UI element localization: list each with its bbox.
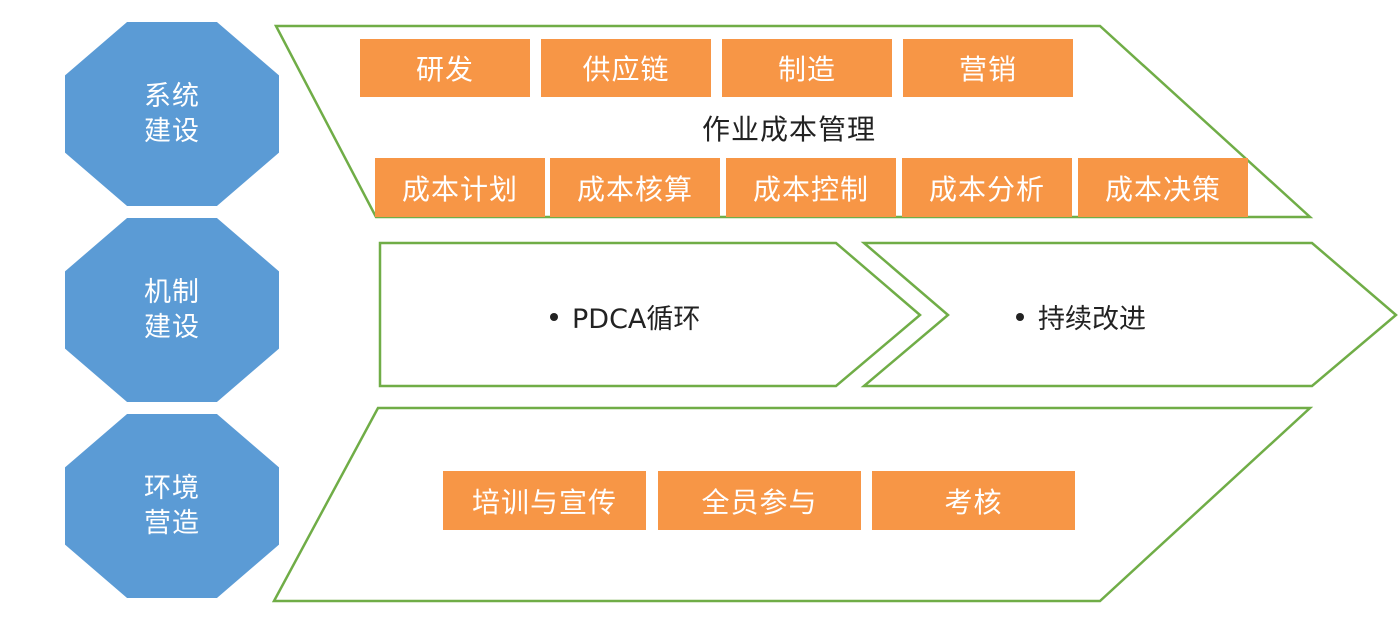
row1-center-label: 作业成本管理 — [702, 113, 877, 146]
row2-bullet-label: PDCA循环 — [572, 304, 701, 335]
row1-bottom-box-label: 成本核算 — [576, 172, 693, 206]
row1-top-box: 营销 — [903, 39, 1073, 97]
row2-chevron-right — [860, 241, 1398, 388]
row2-bullet-item: PDCA循环 — [550, 297, 700, 336]
row1-top-box-label: 制造 — [777, 53, 836, 86]
bullet-dot-icon — [1016, 312, 1024, 321]
row1-top-box: 研发 — [360, 39, 530, 97]
row3-box: 培训与宣传 — [443, 471, 646, 530]
row1-top-box: 制造 — [722, 39, 892, 97]
row2-bullet-label: 持续改进 — [1038, 304, 1146, 335]
row1-top-box-label: 营销 — [958, 53, 1017, 86]
row1-bottom-box-label: 成本分析 — [928, 172, 1045, 206]
row1-top-box: 供应链 — [541, 39, 711, 97]
row3-octagon: 环境 营造 — [65, 414, 279, 598]
row1-octagon: 系统 建设 — [65, 22, 279, 206]
row3-box-label: 培训与宣传 — [471, 485, 617, 519]
row1-bottom-box: 成本计划 — [375, 158, 545, 217]
row1-top-box-label: 研发 — [415, 53, 474, 86]
row3-box-label: 全员参与 — [701, 485, 818, 519]
row1-bottom-box: 成本分析 — [902, 158, 1072, 217]
row1-bottom-box-label: 成本计划 — [401, 172, 518, 206]
row2-bullet-item: 持续改进 — [1016, 297, 1146, 336]
row2-octagon: 机制 建设 — [65, 218, 279, 402]
bullet-dot-icon — [550, 312, 558, 321]
row1-top-box-label: 供应链 — [582, 53, 670, 86]
row1-bottom-box-label: 成本控制 — [752, 172, 869, 206]
row3-box-label: 考核 — [944, 485, 1003, 519]
row1-octagon-label: 系统 建设 — [144, 81, 200, 147]
row1-bottom-box: 成本核算 — [550, 158, 720, 217]
row2-chevron-left — [378, 241, 922, 388]
row3-box: 全员参与 — [658, 471, 861, 530]
row2-octagon-label: 机制 建设 — [144, 277, 200, 343]
row1-bottom-box-label: 成本决策 — [1104, 172, 1221, 206]
row3-box: 考核 — [872, 471, 1075, 530]
row1-bottom-box: 成本控制 — [726, 158, 896, 217]
row1-bottom-box: 成本决策 — [1078, 158, 1248, 217]
row3-octagon-label: 环境 营造 — [144, 473, 200, 539]
